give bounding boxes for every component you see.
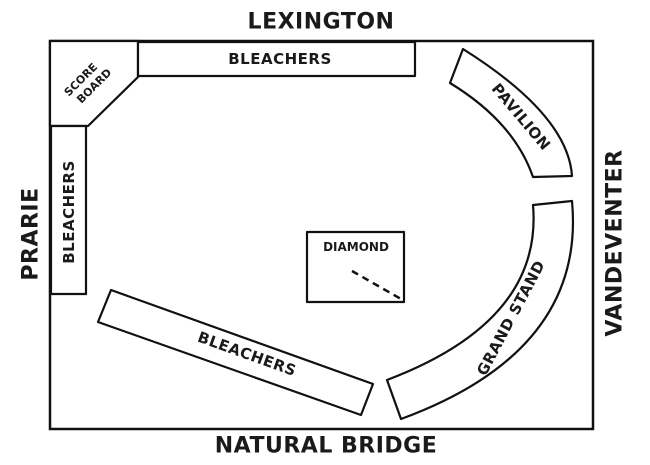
diamond-dashed-line: [351, 269, 402, 301]
diamond: DIAMOND: [305, 230, 406, 304]
street-label-west: PRARIE: [19, 187, 44, 280]
street-label-north: LEXINGTON: [248, 10, 395, 35]
diamond-label: DIAMOND: [323, 240, 389, 254]
bleachers-west: BLEACHERS: [49, 124, 88, 296]
bleachers-north-label: BLEACHERS: [228, 50, 332, 68]
scoreboard: SCORE BOARD: [48, 39, 140, 128]
bleachers-west-label: BLEACHERS: [60, 160, 78, 264]
street-label-south: NATURAL BRIDGE: [215, 434, 438, 459]
street-label-east: VANDEVENTER: [603, 149, 628, 336]
bleachers-north: BLEACHERS: [136, 40, 417, 78]
